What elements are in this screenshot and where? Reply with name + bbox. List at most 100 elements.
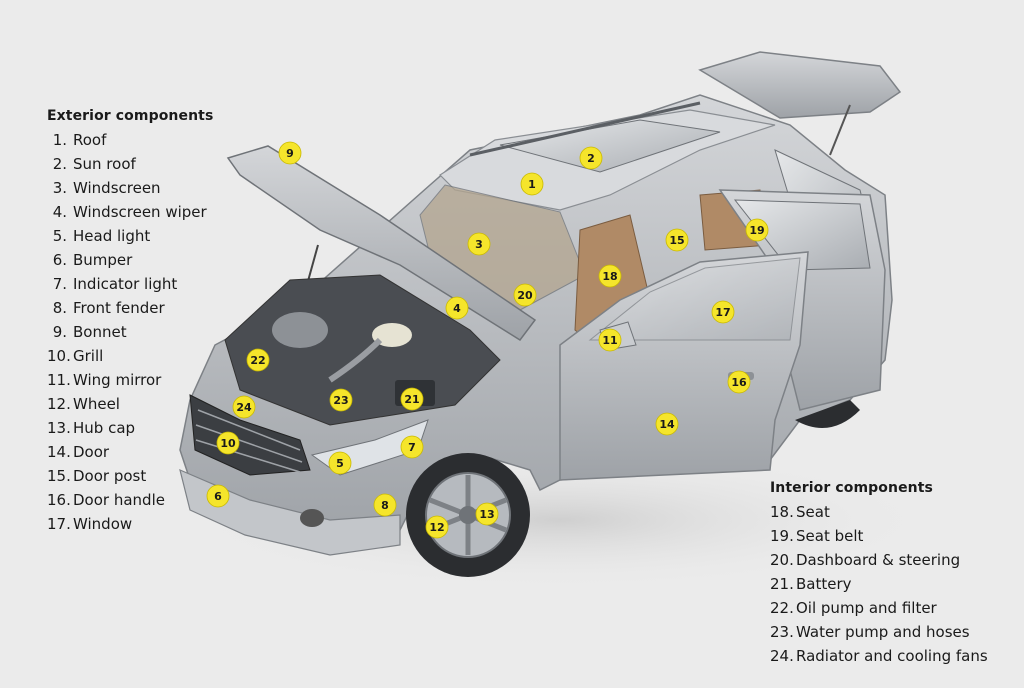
marker-label: 13 <box>479 508 494 521</box>
marker-label: 11 <box>602 334 617 347</box>
legend-item: 22.Oil pump and filter <box>770 596 988 620</box>
legend-item: 1. Roof <box>47 128 213 152</box>
legend-item-number: 17. <box>47 515 71 533</box>
legend-item-label: Oil pump and filter <box>796 599 937 617</box>
legend-item-label: Bumper <box>73 251 133 269</box>
legend-item-number: 20. <box>770 551 794 569</box>
marker-label: 10 <box>220 437 236 450</box>
legend-item: 4. Windscreen wiper <box>47 200 213 224</box>
legend-item-label: Roof <box>73 131 107 149</box>
legend-item: 15.Door post <box>47 464 213 488</box>
interior-legend-title: Interior components <box>770 480 933 496</box>
legend-item-number: 5. <box>52 227 67 245</box>
legend-item-label: Battery <box>796 575 852 593</box>
legend-item-number: 2. <box>52 155 67 173</box>
legend-item: 21.Battery <box>770 572 988 596</box>
marker-label: 1 <box>528 178 536 191</box>
legend-item-number: 22. <box>770 599 794 617</box>
marker-14: 14 <box>655 412 679 436</box>
marker-13: 13 <box>475 502 499 526</box>
legend-item-label: Indicator light <box>73 275 178 293</box>
legend-item: 17.Window <box>47 512 213 536</box>
legend-item-label: Window <box>73 515 133 533</box>
legend-item-label: Seat <box>796 503 830 521</box>
marker-12: 12 <box>425 515 449 539</box>
legend-item: 14.Door <box>47 440 213 464</box>
marker-label: 6 <box>214 490 222 503</box>
legend-item: 10.Grill <box>47 344 213 368</box>
marker-label: 20 <box>517 289 533 302</box>
legend-item-label: Hub cap <box>73 419 136 437</box>
marker-22: 22 <box>246 348 270 372</box>
legend-item-label: Door post <box>73 467 147 485</box>
rear-wheel <box>795 400 860 428</box>
legend-item: 5.Head light <box>47 224 213 248</box>
marker-label: 9 <box>286 147 294 160</box>
marker-17: 17 <box>711 300 735 324</box>
bumper-shape <box>179 468 401 556</box>
legend-item-number: 14. <box>47 443 71 461</box>
legend-item: 19.Seat belt <box>770 524 988 548</box>
marker-4: 4 <box>445 296 469 320</box>
legend-item-label: Windscreen wiper <box>73 203 207 221</box>
legend-item-number: 21. <box>770 575 794 593</box>
marker-20: 20 <box>513 283 537 307</box>
legend-item-number: 19. <box>770 527 794 545</box>
fog-light <box>300 509 324 527</box>
legend-item-number: 9. <box>52 323 67 341</box>
marker-label: 5 <box>336 457 344 470</box>
legend-item-label: Radiator and cooling fans <box>796 647 988 665</box>
legend-item-number: 10. <box>47 347 71 365</box>
marker-label: 24 <box>236 401 252 414</box>
marker-15: 15 <box>665 228 689 252</box>
marker-1: 1 <box>520 172 544 196</box>
legend-item: 9.Bonnet <box>47 320 213 344</box>
marker-11: 11 <box>598 328 622 352</box>
marker-label: 12 <box>429 521 444 534</box>
legend-item: 8.Front fender <box>47 296 213 320</box>
marker-label: 19 <box>749 224 764 237</box>
marker-21: 21 <box>400 387 424 411</box>
exterior-legend-title: Exterior components <box>47 108 214 124</box>
legend-item-number: 15. <box>47 467 71 485</box>
legend-item-label: Water pump and hoses <box>796 623 970 641</box>
legend-item: 6.Bumper <box>47 248 213 272</box>
legend-item-number: 16. <box>47 491 71 509</box>
marker-label: 8 <box>381 499 389 512</box>
legend-item: 2.Sun roof <box>47 152 213 176</box>
legend-item: 3.Windscreen <box>47 176 213 200</box>
engine-component <box>272 312 328 348</box>
legend-item-number: 12. <box>47 395 71 413</box>
legend-item: 12.Wheel <box>47 392 213 416</box>
legend-item-label: Seat belt <box>796 527 864 545</box>
marker-16: 16 <box>727 370 751 394</box>
legend-item: 23.Water pump and hoses <box>770 620 988 644</box>
marker-label: 2 <box>587 152 595 165</box>
roof-rail <box>469 101 701 157</box>
marker-label: 7 <box>408 441 416 454</box>
marker-3: 3 <box>467 232 491 256</box>
legend-item-number: 3. <box>52 179 67 197</box>
marker-23: 23 <box>329 388 353 412</box>
engine-hose <box>328 337 383 383</box>
marker-9: 9 <box>278 141 302 165</box>
marker-18: 18 <box>598 264 622 288</box>
marker-2: 2 <box>579 146 603 170</box>
marker-7: 7 <box>400 435 424 459</box>
marker-10: 10 <box>216 431 240 455</box>
marker-label: 21 <box>404 393 419 406</box>
legend-item-number: 13. <box>47 419 71 437</box>
rear-door-window <box>733 199 871 271</box>
marker-24: 24 <box>232 395 256 419</box>
marker-label: 18 <box>602 270 617 283</box>
open-bonnet <box>226 145 537 342</box>
legend-item-number: 1. <box>52 131 67 149</box>
legend-item-number: 4. <box>52 203 67 221</box>
legend-item-label: Wheel <box>73 395 120 413</box>
marker-label: 23 <box>333 394 348 407</box>
